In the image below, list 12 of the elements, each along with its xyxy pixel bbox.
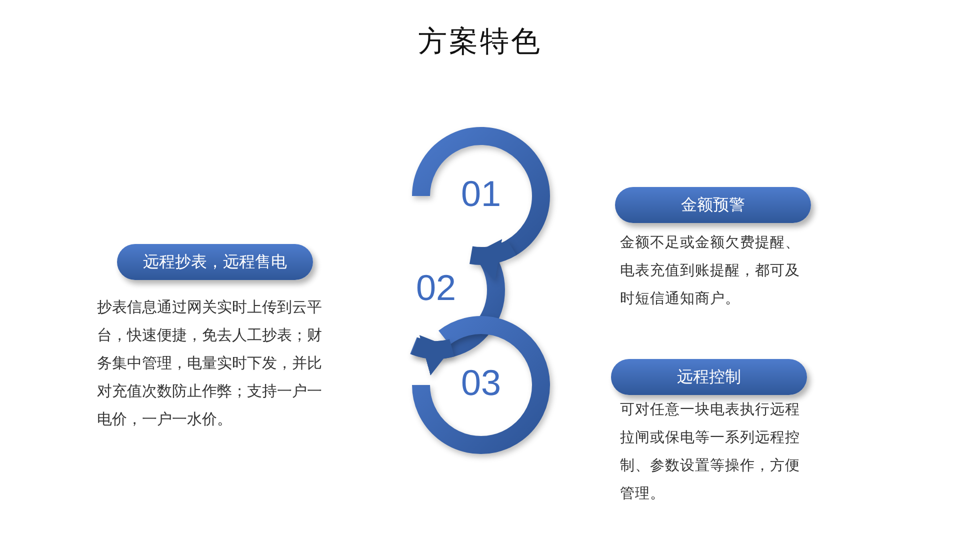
heading-pill: 远程控制 xyxy=(611,359,807,395)
heading-pill: 金额预警 xyxy=(615,187,811,223)
heading-pill: 远程抄表，远程售电 xyxy=(117,244,313,280)
description-text: 金额不足或金额欠费提醒、电表充值到账提醒，都可及时短信通知商户。 xyxy=(620,234,801,309)
step-number: 01 xyxy=(460,174,502,214)
description-text: 可对任意一块电表执行远程拉闸或保电等一系列远程控制、参数设置等操作，方便管理。 xyxy=(620,401,801,504)
step-number: 03 xyxy=(460,363,502,403)
step-number: 02 xyxy=(414,268,458,308)
curved-arrow xyxy=(470,237,516,280)
description-text: 抄表信息通过网关实时上传到云平台，快速便捷，免去人工抄表；财务集中管理，电量实时下发，并比对充值次数防止作弊；支持一户一电价，一户一水价。 xyxy=(97,297,323,430)
curved-arrow xyxy=(412,332,454,374)
title: 方案特色 xyxy=(417,23,543,60)
